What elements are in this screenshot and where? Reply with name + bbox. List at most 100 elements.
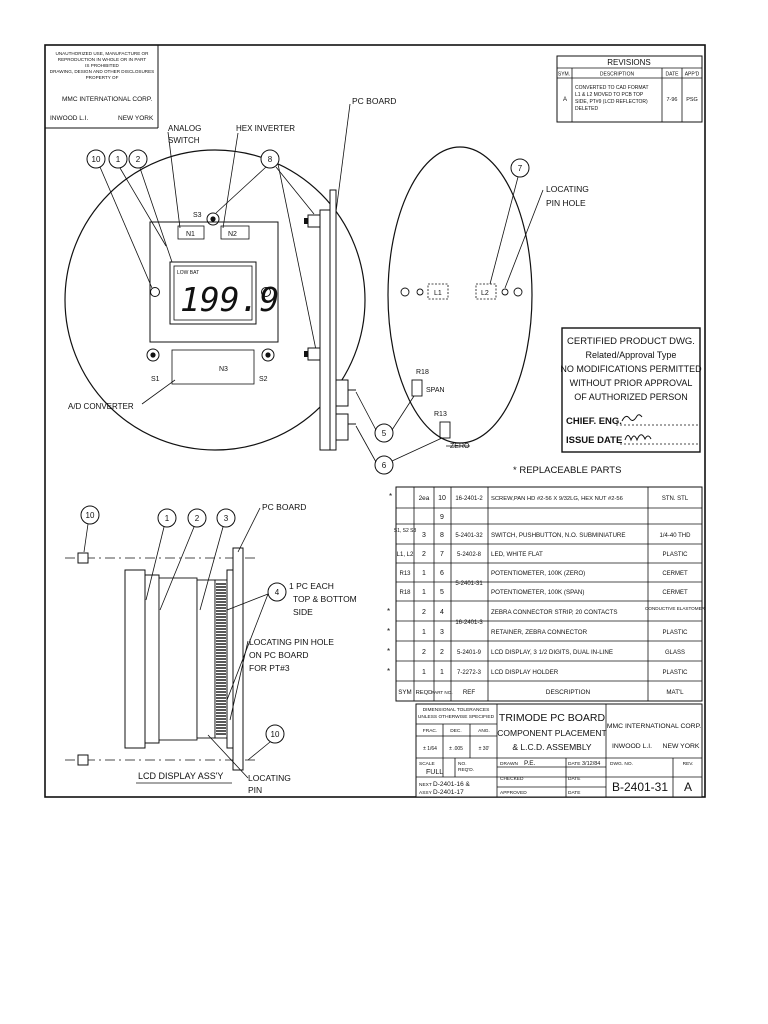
row-1-reqd: 2ea — [419, 495, 430, 502]
balloon-2 — [128, 149, 148, 169]
notice-company: MMC INTERNATIONAL CORP. — [62, 96, 152, 103]
row-6-sym: R18 — [399, 590, 411, 596]
switch-s1-center — [150, 352, 156, 358]
row-8-desc: RETAINER, ZEBRA CONNECTOR — [491, 629, 588, 636]
stamp-chief-eng: CHIEF. ENG. — [566, 416, 622, 427]
label-s3: S3 — [193, 212, 202, 219]
drawn-date-label: DATE — [568, 761, 580, 767]
label-locating-pin-hole-line-1: LOCATING — [546, 184, 589, 194]
drawing-border — [44, 44, 706, 798]
revision-desc-line-3: SIDE, PT#9 (LCD REFLECTOR) — [575, 99, 648, 105]
tol-dec: ± .005 — [449, 746, 463, 752]
side-balloon-10 — [80, 505, 100, 525]
stamp-line-4: WITHOUT PRIOR APPROVAL — [570, 378, 693, 388]
title-block-state: NEW YORK — [663, 743, 700, 750]
parts-header-description: DESCRIPTION — [546, 689, 591, 696]
side-balloon-3 — [216, 508, 236, 528]
row-8-reqd: 1 — [422, 629, 426, 636]
row-2-part: 9 — [440, 514, 444, 521]
stamp-line-2: Related/Approval Type — [586, 350, 677, 360]
revision-desc-line-4: DELETED — [575, 106, 598, 112]
lcd-retainer — [158, 577, 198, 741]
pot-r13 — [439, 421, 451, 439]
title-block-company: MMC INTERNATIONAL CORP. — [607, 723, 701, 730]
parts-grid — [396, 487, 702, 701]
balloon-6-label: 6 — [382, 461, 387, 470]
front-view: LOW BAT 199.9 N1 N2 S3 S1 S2 N3 10 1 2 8 — [64, 124, 366, 451]
label-r13: R13 — [434, 411, 447, 418]
label-n2: N2 — [228, 231, 237, 238]
title-block-city: INWOOD L.I. — [612, 743, 652, 750]
side-balloon-4 — [267, 582, 287, 602]
back-view-leaders — [355, 391, 443, 463]
lcd-display — [173, 265, 253, 321]
row-6-part: 5 — [440, 589, 444, 596]
balloon-7 — [510, 158, 530, 178]
switch-s2-center — [265, 352, 271, 358]
row-1-desc: SCREW,PAN HD #2-56 X 9/32LG, HEX NUT #2-… — [491, 496, 623, 502]
row-10-ref: 7-2272-3 — [457, 670, 482, 676]
row-10-star: * — [387, 667, 390, 676]
row-9-ref: 5-2401-9 — [457, 650, 482, 656]
pot-r18 — [411, 379, 423, 397]
row-10-desc: LCD DISPLAY HOLDER — [491, 669, 559, 676]
assy-value: D-2401-17 — [433, 789, 464, 796]
dwg-no-label: DWG. NO. — [610, 761, 633, 767]
notice-line-5: PROPERTY OF — [86, 75, 119, 80]
meter-back-outline — [387, 146, 533, 444]
row-9-desc: LCD DISPLAY, 3 1/2 DIGITS, DUAL IN-LINE — [491, 649, 613, 656]
led-l2-icon — [501, 288, 509, 296]
lcd-frame — [169, 261, 257, 325]
row-9-part: 2 — [440, 649, 444, 656]
row-3-sym: S1, S2 S3 — [394, 528, 417, 534]
label-r18: R18 — [416, 369, 429, 376]
row-8-mat: PLASTIC — [662, 630, 688, 636]
led-l1-icon — [416, 288, 424, 296]
side-balloon-2 — [187, 508, 207, 528]
lcd-holder-body — [124, 569, 146, 749]
board-pot-span — [335, 379, 349, 407]
row-4-mat: PLASTIC — [662, 552, 688, 558]
row-10-mat: PLASTIC — [662, 670, 688, 676]
row-4-desc: LED, WHITE FLAT — [491, 551, 543, 558]
label-side-locating-pin-hole-line-3: FOR PT#3 — [249, 663, 290, 673]
row-1-star: * — [389, 492, 392, 501]
label-hex-inverter: HEX INVERTER — [236, 124, 295, 133]
row-10-reqd: 1 — [422, 669, 426, 676]
side-balloon-3-label: 3 — [224, 514, 229, 523]
pc-board-edge — [319, 209, 331, 451]
side-view-leaders — [83, 507, 271, 779]
revision-sym: A — [563, 97, 567, 103]
meter-bezel — [149, 221, 279, 343]
label-locating-pin-hole-line-2: PIN HOLE — [546, 198, 586, 208]
balloon-8-label: 8 — [268, 155, 273, 164]
stamp-line-5: OF AUTHORIZED PERSON — [574, 392, 688, 402]
row-7-star: * — [387, 607, 390, 616]
side-balloon-10-lower — [265, 724, 285, 744]
notice-state: NEW YORK — [118, 115, 154, 122]
row-5-ref: 5-2401-31 — [455, 581, 483, 587]
lcd-pc-board-edge — [232, 547, 244, 771]
label-locating-pin-line-2: PIN — [248, 785, 262, 795]
stamp-issue-date: ISSUE DATE — [566, 435, 622, 446]
row-8-star: * — [387, 627, 390, 636]
row-3-part: 8 — [440, 532, 444, 539]
pc-board — [329, 189, 337, 451]
row-7-reqd: 2 — [422, 609, 426, 616]
dwg-no-value: B-2401-31 — [612, 780, 668, 794]
board-switch-top — [307, 214, 321, 228]
lcd-reading: 199.9 — [180, 280, 279, 319]
balloon-7-leader — [489, 176, 519, 285]
label-note4-line-3: SIDE — [293, 607, 313, 617]
board-pot-zero — [335, 413, 349, 441]
approved-date-label: DATE — [568, 790, 580, 796]
proprietary-notice: UNAUTHORIZED USE, MANUFACTURE OR REPRODU… — [45, 45, 159, 129]
locating-pin-hole-leader — [504, 189, 544, 289]
label-ad-converter: A/D CONVERTER — [68, 402, 134, 411]
row-5-mat: CERMET — [662, 571, 688, 577]
side-balloon-10-label: 10 — [86, 511, 95, 520]
label-side-locating-pin-hole-line-1: LOCATING PIN HOLE — [249, 637, 334, 647]
label-side-locating-pin-hole-line-2: ON PC BOARD — [249, 650, 309, 660]
row-1-ref: 16-2401-2 — [455, 496, 483, 502]
balloon-8 — [260, 149, 280, 169]
